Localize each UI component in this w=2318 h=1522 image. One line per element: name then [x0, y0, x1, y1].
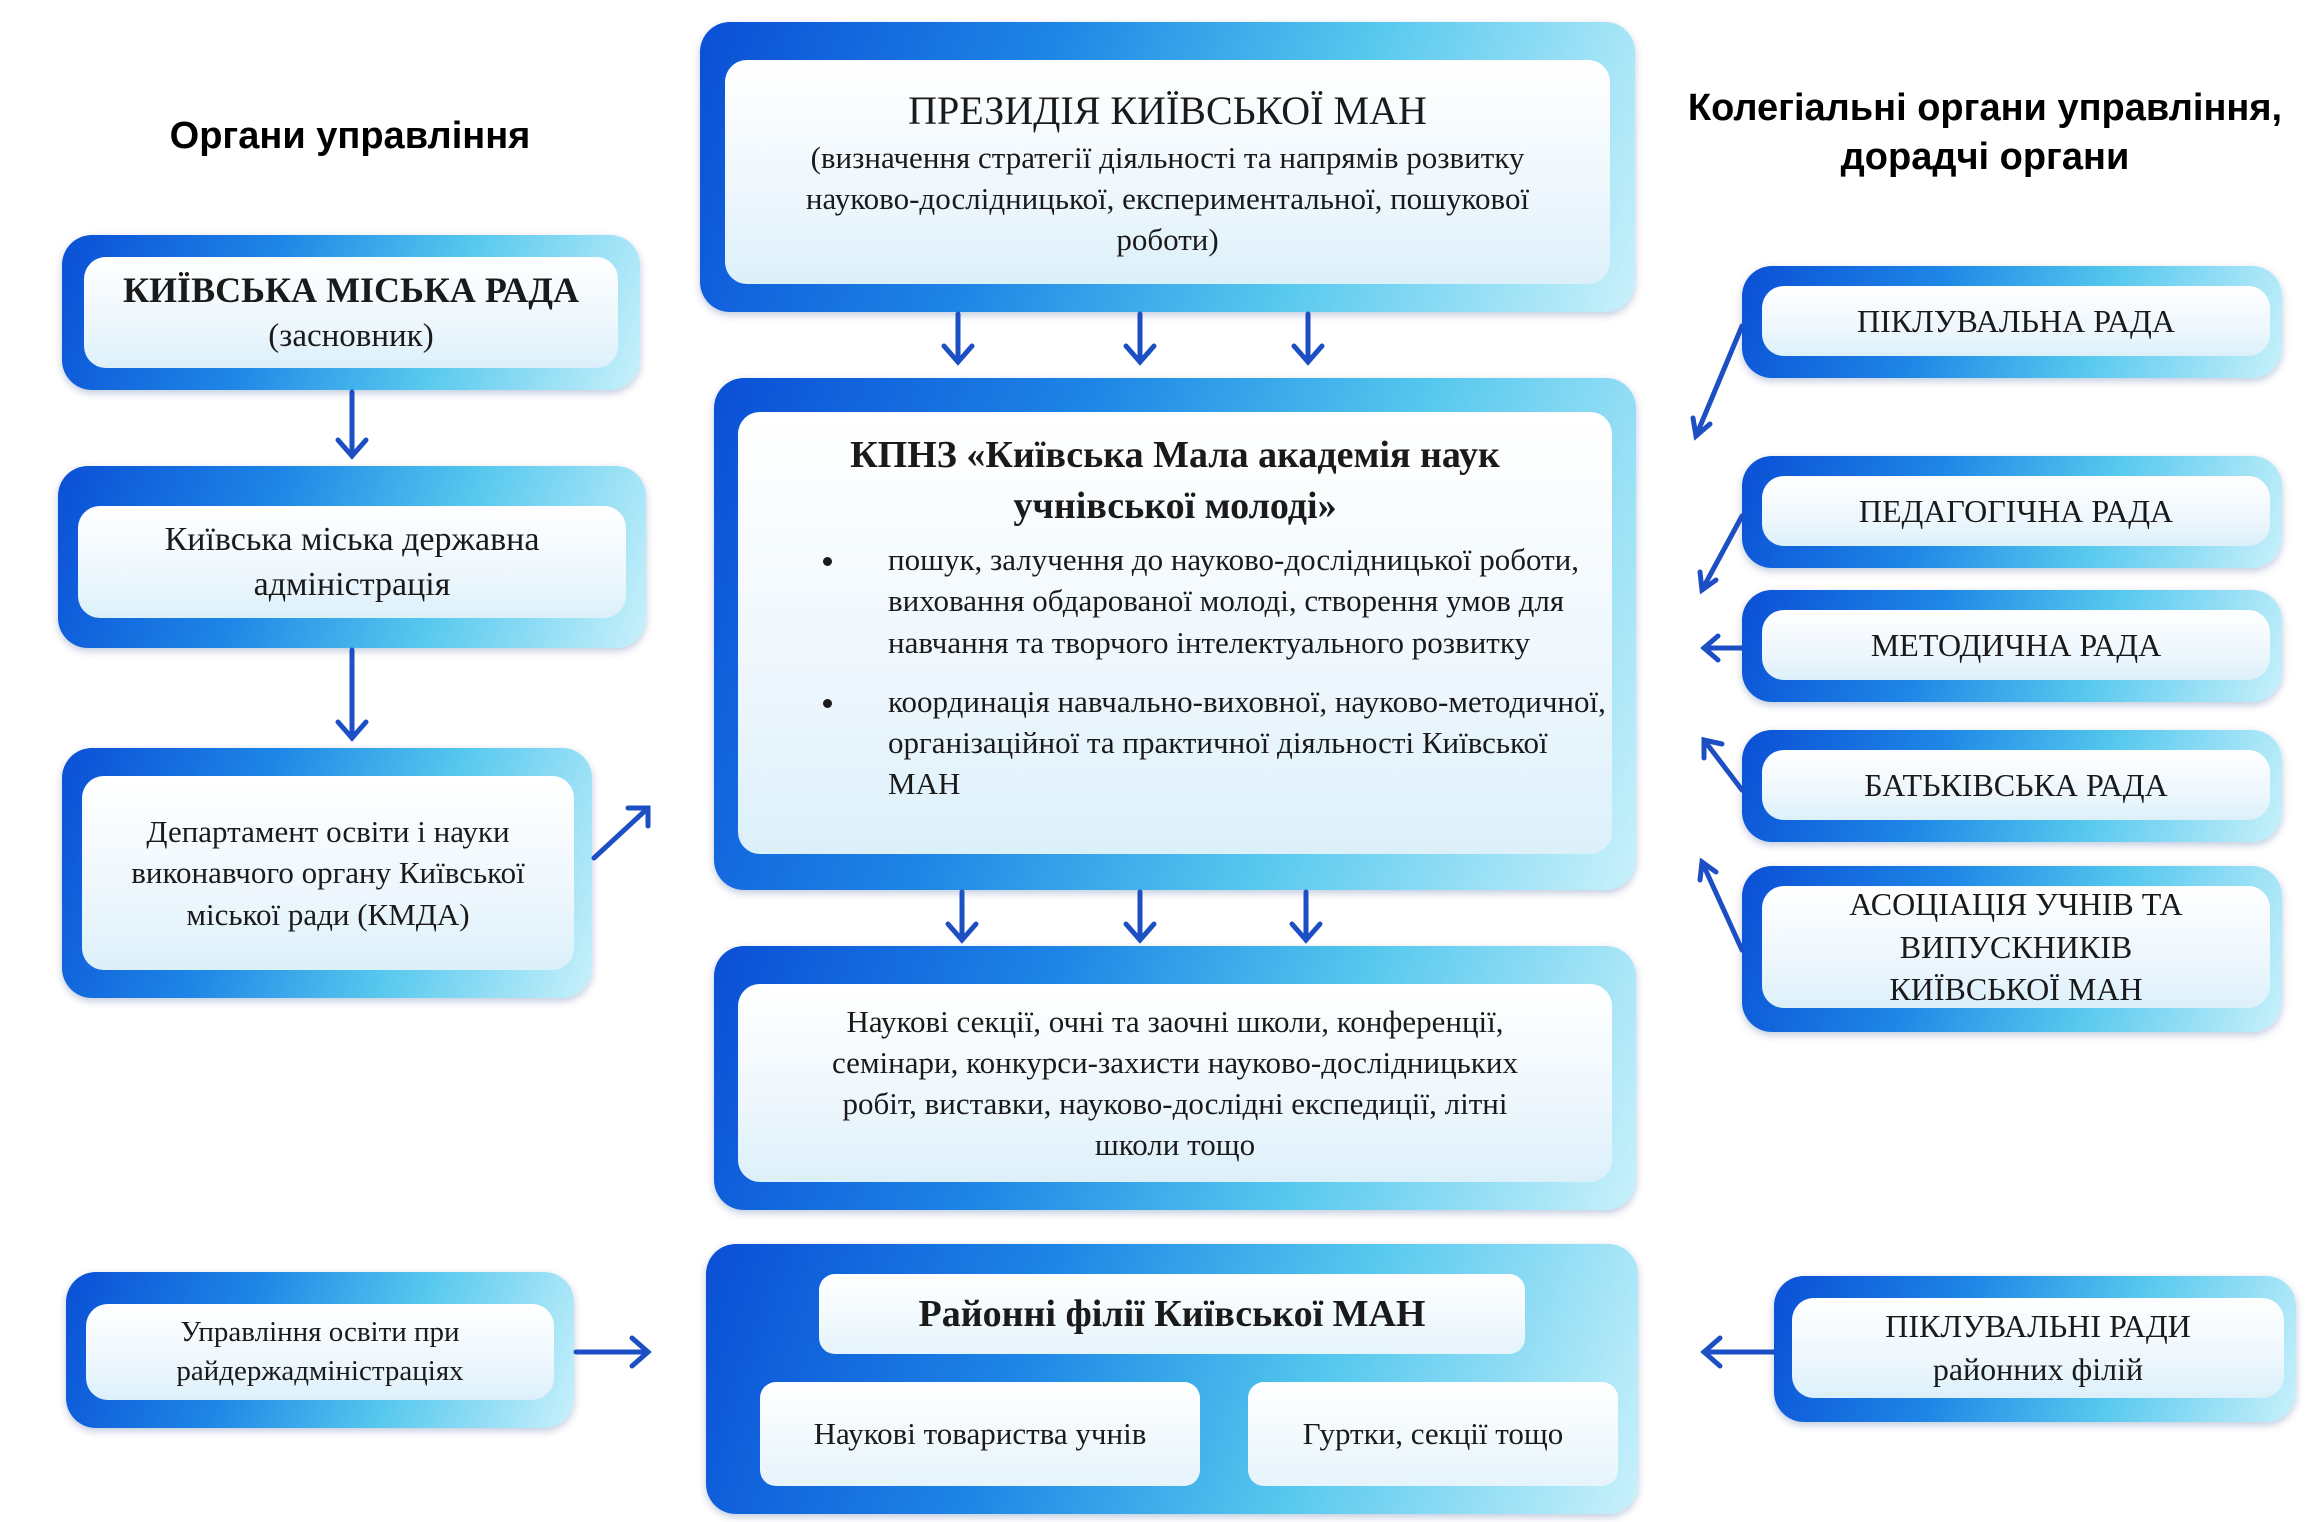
- district-education-text: Управління освіти при райдержадміністрац…: [176, 1316, 464, 1387]
- council-label: ПІКЛУВАЛЬНА РАДА: [1857, 302, 2175, 339]
- parents-council-box: БАТЬКІВСЬКА РАДА: [1742, 730, 2282, 842]
- presidium-title: ПРЕЗИДІЯ КИЇВСЬКОЇ МАН: [908, 87, 1427, 133]
- arrow-district-trustees-to-branches-head: [1700, 1335, 1723, 1369]
- administration-text: Київська міська державна адміністрація: [164, 520, 540, 603]
- city-council-box: КИЇВСЬКА МІСЬКА РАДА (засновник): [62, 235, 640, 390]
- arrow-pedagogical-to-academy: [1699, 513, 1745, 593]
- academy-bullet: пошук, залучення до науково-дослідницько…: [848, 539, 1612, 663]
- city-council-title: КИЇВСЬКА МІСЬКА РАДА: [122, 269, 580, 310]
- arrow-department-to-academy: [591, 805, 651, 861]
- district-education-box: Управління освіти при райдержадміністрац…: [66, 1272, 574, 1428]
- arrow-methodical-to-academy-head: [1700, 633, 1721, 663]
- methodical-council-box: МЕТОДИЧНА РАДА: [1742, 590, 2282, 702]
- pedagogical-council-box: ПЕДАГОГІЧНА РАДА: [1742, 456, 2282, 568]
- department-box: Департамент освіти і науки виконавчого о…: [62, 748, 592, 998]
- activities-text: Наукові секції, очні та заочні школи, ко…: [832, 1003, 1518, 1163]
- arrow-academy-down-2-head: [1123, 921, 1157, 944]
- arrow-department-to-academy-head: [625, 805, 651, 829]
- presidium-description: (визначення стратегії діяльності та напр…: [805, 139, 1530, 258]
- district-trustees-text: ПІКЛУВАЛЬНІ РАДИ районних філій: [1885, 1308, 2191, 1387]
- district-trustees-box: ПІКЛУВАЛЬНІ РАДИ районних філій: [1774, 1276, 2296, 1422]
- academy-bullet-list: пошук, залучення до науково-дослідницько…: [738, 539, 1612, 822]
- academy-title: КПНЗ «Київська Мала академія наук учнівс…: [850, 434, 1500, 527]
- administration-box: Київська міська державна адміністрація: [58, 466, 646, 648]
- arrow-administration-to-department-head: [335, 719, 369, 742]
- arrow-pedagogical-to-academy-head: [1697, 569, 1719, 595]
- arrow-district-education-to-branches-head: [629, 1335, 652, 1369]
- arrow-parents-to-academy-head: [1701, 736, 1725, 761]
- branches-title: Районні філії Київської МАН: [819, 1274, 1525, 1354]
- right-column-heading: Колегіальні органи управління, дорадчі о…: [1687, 87, 2283, 179]
- arrow-presidium-down-1-head: [941, 343, 975, 366]
- clubs-box: Гуртки, секції тощо: [1248, 1382, 1618, 1486]
- science-societies-box: Наукові товариства учнів: [760, 1382, 1200, 1486]
- presidium-box: ПРЕЗИДІЯ КИЇВСЬКОЇ МАН (визначення страт…: [700, 22, 1635, 312]
- trustees-council-box: ПІКЛУВАЛЬНА РАДА: [1742, 266, 2282, 378]
- alumni-association-box: АСОЦІАЦІЯ УЧНІВ ТА ВИПУСКНИКІВ КИЇВСЬКОЇ…: [1742, 866, 2282, 1032]
- department-text: Департамент освіти і науки виконавчого о…: [131, 814, 525, 932]
- council-label: МЕТОДИЧНА РАДА: [1870, 626, 2162, 663]
- arrow-presidium-down-2-head: [1123, 343, 1157, 366]
- arrow-academy-down-3-head: [1289, 921, 1323, 944]
- arrow-trustees-to-academy-head: [1690, 415, 1713, 441]
- council-label: ПЕДАГОГІЧНА РАДА: [1858, 492, 2174, 529]
- academy-box: КПНЗ «Київська Мала академія наук учнівс…: [714, 378, 1636, 890]
- activities-box: Наукові секції, очні та заочні школи, ко…: [714, 946, 1636, 1210]
- city-council-subtitle: (засновник): [268, 317, 434, 354]
- academy-bullet: координація навчально-виховної, науково-…: [848, 681, 1612, 805]
- arrow-parents-to-academy: [1701, 737, 1745, 793]
- council-label: АСОЦІАЦІЯ УЧНІВ ТА ВИПУСКНИКІВ КИЇВСЬКОЇ…: [1849, 886, 2183, 1008]
- arrow-trustees-to-academy: [1693, 323, 1745, 439]
- arrow-alumni-to-academy: [1699, 859, 1745, 953]
- arrow-academy-down-1-head: [945, 921, 979, 944]
- arrow-presidium-down-3-head: [1291, 343, 1325, 366]
- arrow-alumni-to-academy-head: [1697, 857, 1719, 883]
- arrow-council-to-administration-head: [335, 437, 369, 460]
- council-label: БАТЬКІВСЬКА РАДА: [1864, 766, 2168, 803]
- branches-box: Районні філії Київської МАН Наукові това…: [706, 1244, 1638, 1514]
- left-column-heading: Органи управління: [169, 115, 531, 157]
